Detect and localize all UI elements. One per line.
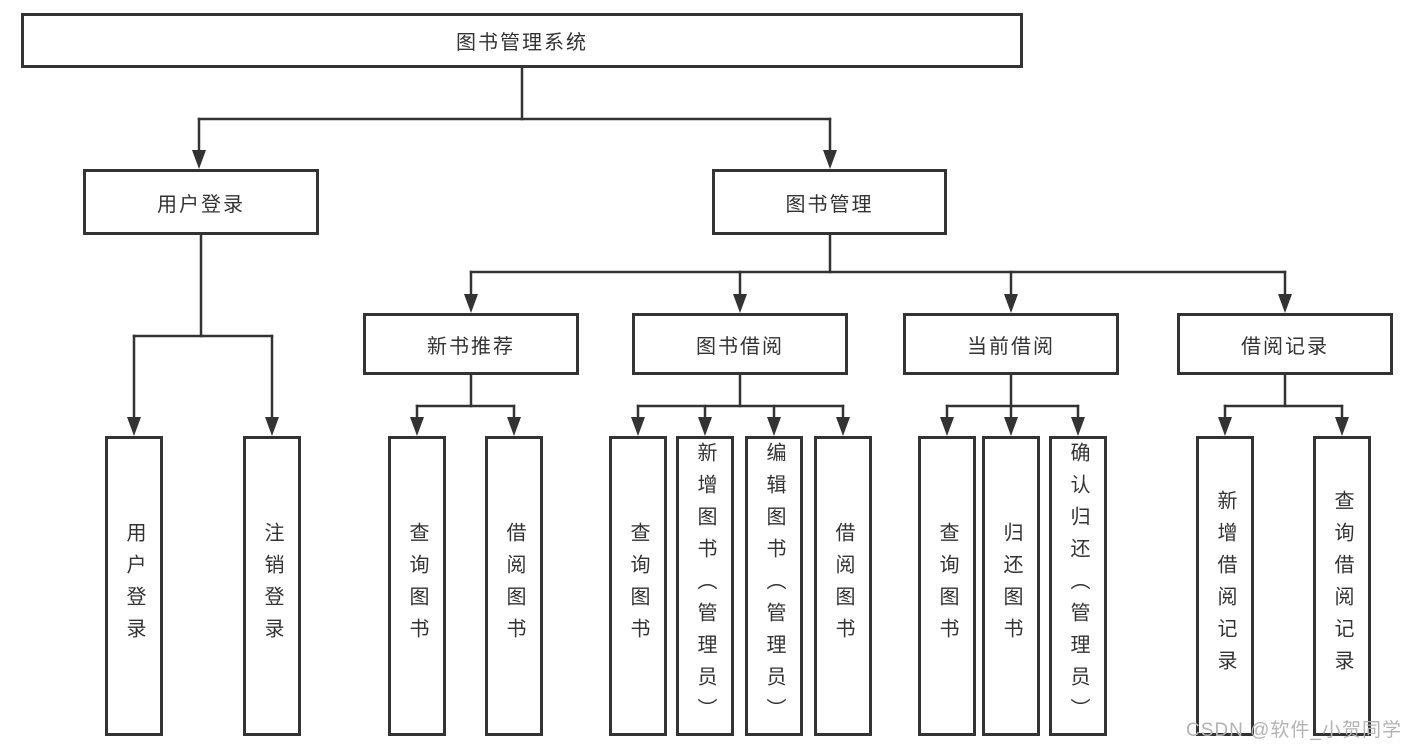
node-label: 新书推荐 — [427, 335, 515, 358]
node-borrow-books-recommend: 借阅图书 — [485, 436, 543, 736]
node-label: 图书管理 — [785, 193, 874, 216]
node-label: 编辑图书（管理员） — [763, 442, 785, 730]
node-label: 查询图书 — [936, 522, 958, 650]
node-return-books: 归还图书 — [982, 436, 1040, 736]
node-user-login-action: 用户登录 — [105, 436, 163, 736]
node-label: 归还图书 — [1000, 522, 1022, 650]
node-label: 当前借阅 — [967, 335, 1055, 358]
node-add-borrow-record: 新增借阅记录 — [1196, 436, 1254, 736]
node-label: 确认归还（管理员） — [1067, 442, 1089, 730]
node-query-books-borrowing: 查询图书 — [609, 436, 667, 736]
node-label: 用户登录 — [123, 522, 145, 650]
node-label: 图书管理系统 — [456, 32, 588, 54]
node-user-login: 用户登录 — [83, 169, 319, 235]
node-library-system: 图书管理系统 — [21, 13, 1023, 68]
node-book-management: 图书管理 — [712, 169, 947, 235]
node-label: 查询图书 — [406, 522, 428, 650]
node-add-book-admin: 新增图书（管理员） — [676, 436, 734, 736]
node-label: 借阅图书 — [503, 522, 525, 650]
node-label: 图书借阅 — [696, 335, 784, 358]
node-label: 查询借阅记录 — [1331, 490, 1353, 682]
node-query-books-recommend: 查询图书 — [388, 436, 446, 736]
node-label: 新增图书（管理员） — [694, 442, 716, 730]
node-query-books-current: 查询图书 — [918, 436, 976, 736]
node-confirm-return-admin: 确认归还（管理员） — [1049, 436, 1107, 736]
node-new-book-recommend: 新书推荐 — [363, 313, 579, 375]
node-borrow-books-action: 借阅图书 — [814, 436, 872, 736]
node-current-borrowing: 当前借阅 — [903, 313, 1119, 375]
node-label: 新增借阅记录 — [1214, 490, 1236, 682]
watermark: CSDN @软件_小贺同学 — [1186, 720, 1402, 741]
node-borrowing-records: 借阅记录 — [1177, 313, 1393, 375]
node-book-borrowing: 图书借阅 — [632, 313, 848, 375]
node-label: 查询图书 — [627, 522, 649, 650]
node-label: 借阅图书 — [832, 522, 854, 650]
node-label: 借阅记录 — [1241, 335, 1329, 358]
node-logout-action: 注销登录 — [243, 436, 301, 736]
node-label: 用户登录 — [157, 193, 245, 216]
node-label: 注销登录 — [261, 522, 283, 650]
node-query-borrow-record: 查询借阅记录 — [1313, 436, 1371, 736]
node-edit-book-admin: 编辑图书（管理员） — [745, 436, 803, 736]
arrowhead-icons — [127, 150, 1349, 436]
